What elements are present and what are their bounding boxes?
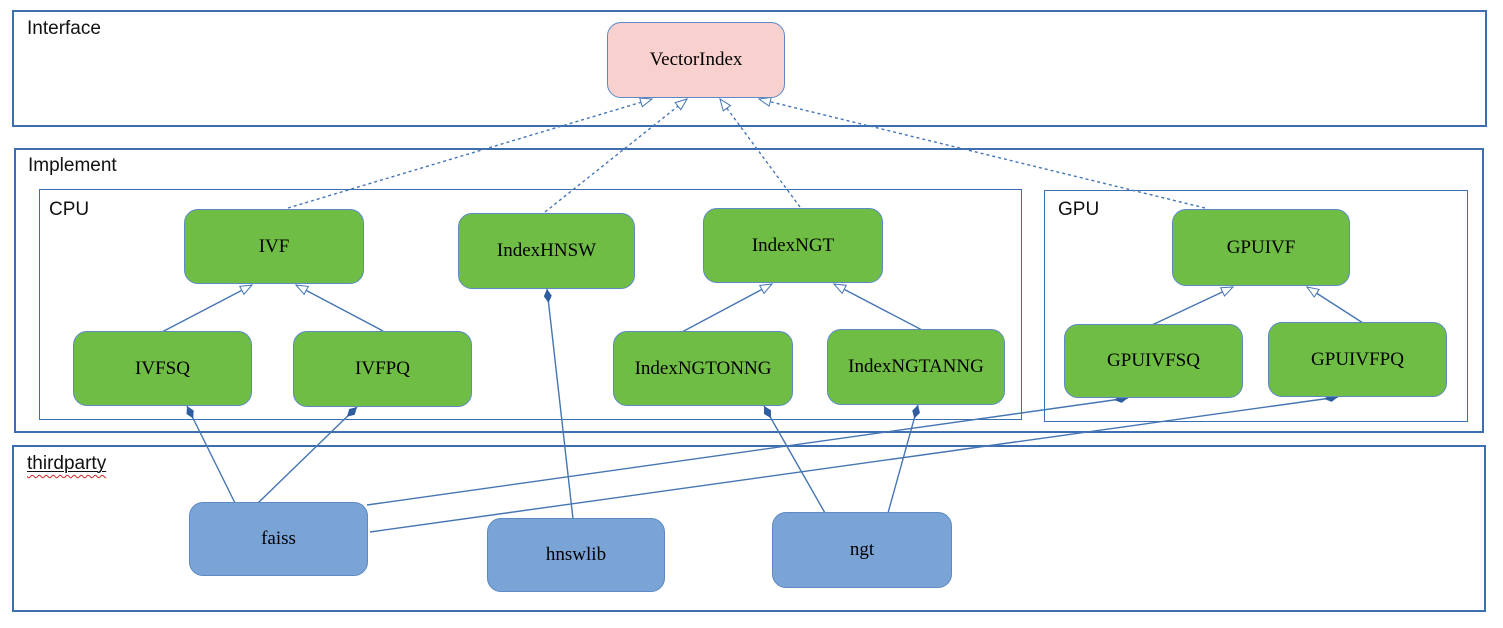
container-gpu-label: GPU bbox=[1058, 199, 1100, 220]
node-indexngtanng[interactable]: IndexNGTANNG bbox=[827, 329, 1005, 405]
container-gpu[interactable]: GPU bbox=[1044, 190, 1468, 422]
edge-ivf-implements-vectorindex[interactable] bbox=[287, 97, 654, 209]
edge-indexngtanng-extends-indexngt[interactable] bbox=[832, 283, 923, 331]
node-vectorindex[interactable]: VectorIndex bbox=[607, 22, 785, 98]
edge-indexngtonng-extends-indexngt[interactable] bbox=[681, 283, 774, 333]
edge-ivfsq-extends-ivf[interactable] bbox=[161, 284, 254, 333]
container-thirdparty-label: thirdparty bbox=[27, 453, 107, 475]
edge-ivfpq-extends-ivf[interactable] bbox=[294, 284, 384, 332]
container-thirdparty-label-text: thirdparty bbox=[27, 453, 107, 474]
node-ngt[interactable]: ngt bbox=[772, 512, 952, 588]
node-hnswlib[interactable]: hnswlib bbox=[487, 518, 665, 592]
node-indexngtanng-label: IndexNGTANNG bbox=[848, 356, 984, 377]
node-vectorindex-label: VectorIndex bbox=[649, 49, 743, 70]
node-gpuivfpq-label: GPUIVFPQ bbox=[1311, 348, 1404, 370]
edge-faiss-composes-gpuivfsq[interactable] bbox=[366, 395, 1129, 506]
node-ivfpq[interactable]: IVFPQ bbox=[293, 331, 472, 407]
node-gpuivf-label: GPUIVF bbox=[1226, 236, 1296, 258]
edge-faiss-composes-gpuivfpq[interactable] bbox=[369, 394, 1339, 533]
edge-faiss-composes-ivfpq[interactable] bbox=[257, 406, 358, 504]
edge-ngt-composes-indexngtonng[interactable] bbox=[763, 405, 826, 514]
container-implement-label: Implement bbox=[28, 155, 117, 176]
node-gpuivfsq[interactable]: GPUIVFSQ bbox=[1064, 324, 1243, 398]
node-ngt-label: ngt bbox=[849, 539, 875, 560]
edge-indexhnsw-implements-vectorindex[interactable] bbox=[544, 98, 689, 213]
container-thirdparty[interactable]: thirdparty bbox=[12, 445, 1486, 612]
container-interface-label: Interface bbox=[27, 18, 101, 39]
node-indexngtonng[interactable]: IndexNGTONNG bbox=[613, 331, 793, 406]
node-indexngt-label: IndexNGT bbox=[751, 234, 835, 256]
container-cpu-label: CPU bbox=[49, 199, 90, 220]
node-faiss-label: faiss bbox=[261, 528, 296, 549]
node-ivfsq[interactable]: IVFSQ bbox=[73, 331, 252, 406]
node-faiss[interactable]: faiss bbox=[189, 502, 368, 576]
edge-ngt-composes-indexngtanng[interactable] bbox=[887, 404, 920, 514]
container-cpu[interactable]: CPU bbox=[39, 189, 1022, 420]
node-indexhnsw[interactable]: IndexHNSW bbox=[458, 213, 635, 289]
node-indexhnsw-label: IndexHNSW bbox=[496, 240, 597, 261]
node-ivf[interactable]: IVF bbox=[184, 209, 364, 284]
edge-hnswlib-composes-indexhnsw[interactable] bbox=[543, 288, 574, 520]
node-indexngtonng-label: IndexNGTONNG bbox=[634, 357, 772, 379]
container-implement[interactable]: Implement bbox=[14, 148, 1484, 433]
node-gpuivfpq[interactable]: GPUIVFPQ bbox=[1268, 322, 1447, 397]
edge-gpuivfsq-extends-gpuivf[interactable] bbox=[1151, 286, 1235, 326]
node-ivf-label: IVF bbox=[258, 235, 290, 257]
edge-faiss-composes-ivfsq[interactable] bbox=[186, 405, 236, 504]
node-hnswlib-label: hnswlib bbox=[545, 544, 607, 565]
node-indexngt[interactable]: IndexNGT bbox=[703, 208, 883, 283]
node-ivfsq-label: IVFSQ bbox=[135, 357, 190, 379]
edge-gpuivf-implements-vectorindex[interactable] bbox=[757, 96, 1206, 209]
edge-indexngt-implements-vectorindex[interactable] bbox=[719, 97, 801, 208]
node-gpuivf[interactable]: GPUIVF bbox=[1172, 209, 1350, 286]
edge-gpuivfpq-extends-gpuivf[interactable] bbox=[1305, 286, 1364, 324]
container-interface[interactable]: Interface bbox=[12, 10, 1487, 127]
node-ivfpq-label: IVFPQ bbox=[355, 358, 410, 379]
node-gpuivfsq-label: GPUIVFSQ bbox=[1107, 350, 1200, 371]
